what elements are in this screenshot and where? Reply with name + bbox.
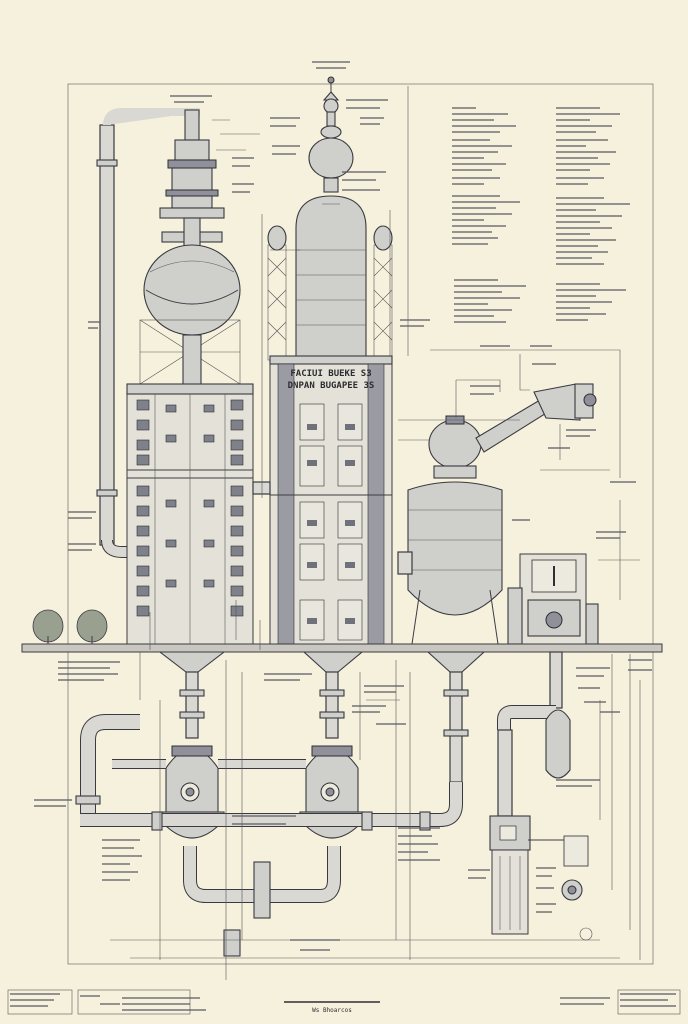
tree-right <box>76 609 108 644</box>
footer-caption: Ws Bhoarcos <box>312 1007 352 1014</box>
right-underground-machinery <box>489 651 593 941</box>
tall-cylinder <box>295 195 367 357</box>
title-block <box>7 989 681 1015</box>
tree-left <box>32 609 64 644</box>
panel-label-line2: DNPAN BUGAPEE 3S <box>288 381 375 391</box>
left-tower <box>126 109 254 645</box>
discharge-pipe <box>475 399 549 453</box>
callout-leader-lines <box>110 86 641 980</box>
center-tower: FACIUI BUEKE S3 DNPAN BUGAPEE 3S <box>252 76 393 645</box>
ground-line <box>21 643 663 653</box>
drawing-frame <box>67 83 654 965</box>
sphere-vessel <box>143 244 241 336</box>
underground-funnels <box>158 651 486 783</box>
panel-label-line1: FACIUI BUEKE S3 <box>290 369 371 379</box>
hopper-tank <box>407 481 503 616</box>
annotation-blocks <box>10 61 676 1011</box>
right-reactor-vessel <box>397 383 599 645</box>
left-riser-pipe <box>96 108 200 558</box>
underground-piping <box>75 714 463 957</box>
